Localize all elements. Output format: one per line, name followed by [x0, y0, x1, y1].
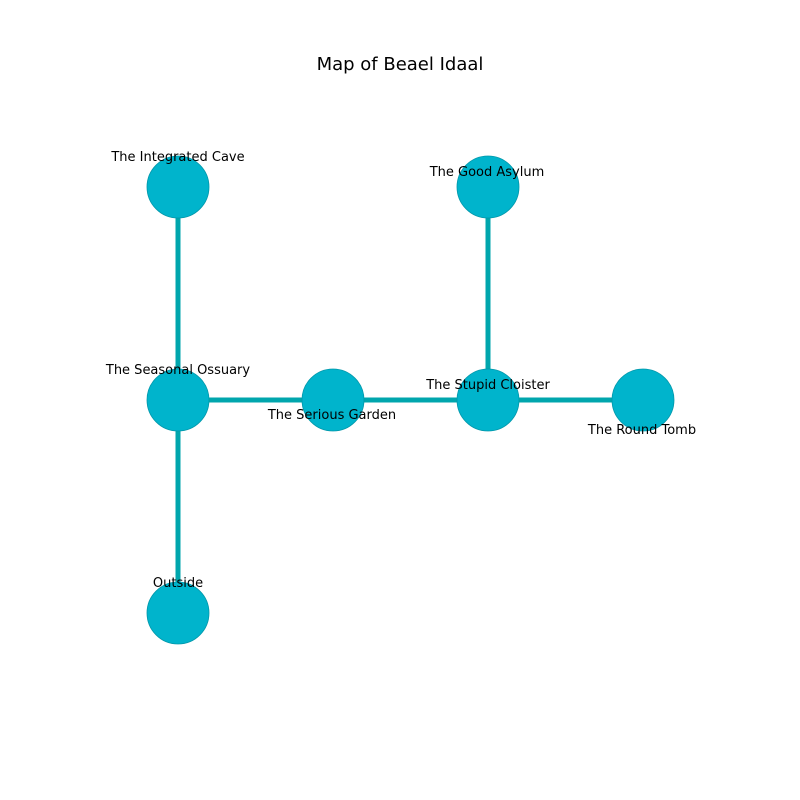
node-good-asylum: [456, 155, 520, 219]
node-label-outside: Outside: [153, 576, 203, 591]
node-outside: [146, 581, 210, 645]
node-label-stupid-cloister: The Stupid Cloister: [425, 378, 550, 393]
edges-layer: [175, 187, 643, 613]
node-label-round-tomb: The Round Tomb: [587, 423, 696, 438]
node-label-seasonal-ossuary: The Seasonal Ossuary: [105, 363, 251, 378]
map-title: Map of Beael Idaal: [316, 54, 484, 75]
nodes-layer: [146, 155, 675, 645]
node-seasonal-ossuary: [146, 368, 210, 432]
node-label-serious-garden: The Serious Garden: [267, 408, 396, 423]
node-round-tomb: [611, 368, 675, 432]
node-integrated-cave: [146, 155, 210, 219]
node-label-integrated-cave: The Integrated Cave: [110, 150, 244, 165]
node-label-good-asylum: The Good Asylum: [429, 165, 545, 180]
node-stupid-cloister: [456, 368, 520, 432]
node-serious-garden: [301, 368, 365, 432]
